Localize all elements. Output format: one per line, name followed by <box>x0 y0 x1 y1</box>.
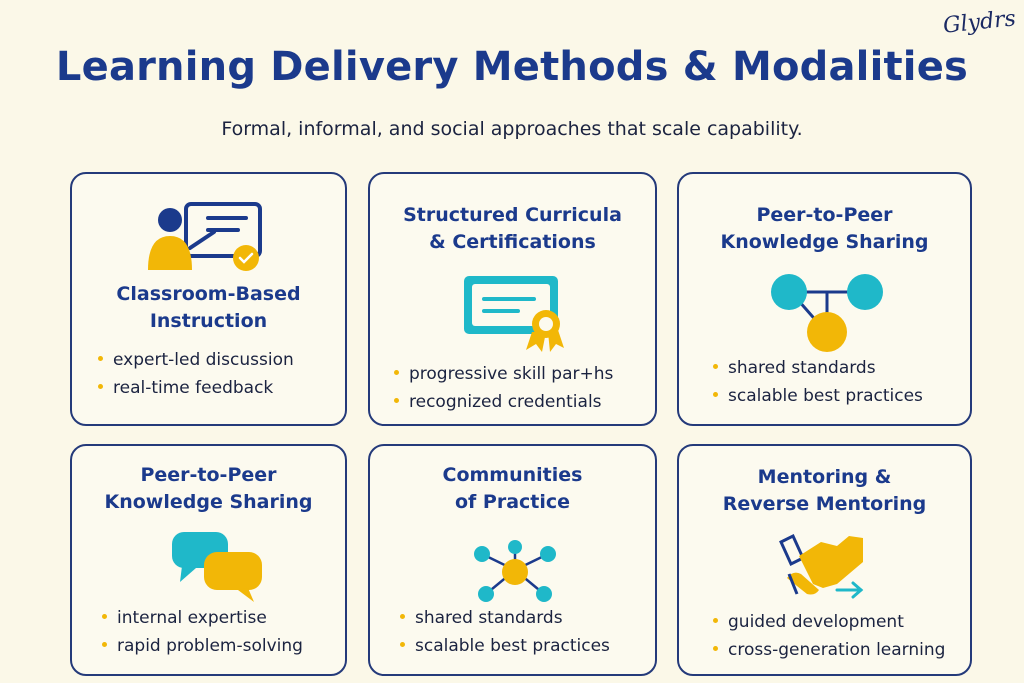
teacher-whiteboard-icon <box>148 202 262 271</box>
bullet-list: progressive skill par+hs recognized cred… <box>394 360 613 416</box>
bullet-list: internal expertise rapid problem-solving <box>102 604 303 660</box>
card-structured-curricula: Structured Curricula& Certifications pro… <box>368 172 657 426</box>
list-item: expert-led discussion <box>98 346 294 374</box>
bullet-list: shared standards scalable best practices <box>713 354 923 410</box>
list-item: rapid problem-solving <box>102 632 303 660</box>
list-item: scalable best practices <box>713 382 923 410</box>
list-item: cross-generation learning <box>713 636 945 664</box>
card-mentoring: Mentoring &Reverse Mentoring guided deve… <box>677 444 972 676</box>
bullet-list: expert-led discussion real-time feedback <box>98 346 294 402</box>
bullet-list: shared standards scalable best practices <box>400 604 610 660</box>
chat-bubbles-icon <box>172 532 262 602</box>
page-title: Learning Delivery Methods & Modalities <box>55 44 969 90</box>
list-item: scalable best practices <box>400 632 610 660</box>
card-title: Structured Curricula& Certifications <box>403 204 622 253</box>
hub-network-icon <box>474 540 556 602</box>
list-item: internal expertise <box>102 604 303 632</box>
network-nodes-icon <box>771 274 883 352</box>
list-item: recognized credentials <box>394 388 613 416</box>
certificate-icon <box>464 276 564 352</box>
list-item: progressive skill par+hs <box>394 360 613 388</box>
list-item: guided development <box>713 608 945 636</box>
card-title: Mentoring &Reverse Mentoring <box>722 466 927 515</box>
list-item: shared standards <box>713 354 923 382</box>
list-item: real-time feedback <box>98 374 294 402</box>
bullet-list: guided development cross-generation lear… <box>713 608 945 664</box>
page-subtitle: Formal, informal, and social approaches … <box>221 118 803 140</box>
list-item: shared standards <box>400 604 610 632</box>
brand-logo: Glydrs <box>941 6 1018 39</box>
handshake-icon <box>779 533 864 599</box>
